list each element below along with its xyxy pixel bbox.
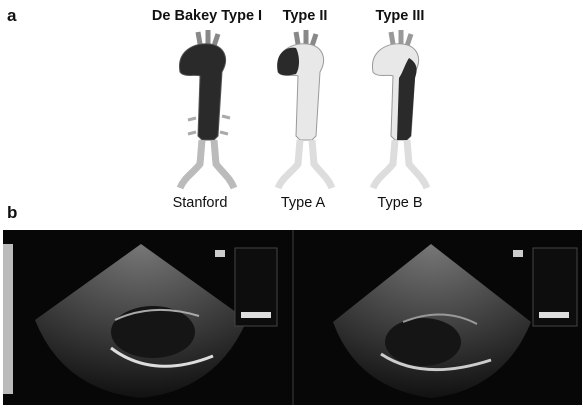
debakey-type1-label: De Bakey Type I (137, 8, 277, 24)
type2-label: Type II (270, 8, 340, 24)
panel-a-letter: a (7, 6, 16, 26)
stanford-label: Stanford (160, 195, 240, 211)
type-b-label: Type B (365, 195, 435, 211)
grayscale-bar (3, 244, 13, 394)
panel-b-letter: b (7, 203, 17, 223)
type3-label: Type III (365, 8, 435, 24)
echocardiogram-image (3, 230, 582, 405)
aorta-type1-illustration (166, 28, 246, 194)
aorta-type2-illustration (264, 28, 344, 194)
aorta-type3-illustration (359, 28, 439, 194)
type-a-label: Type A (268, 195, 338, 211)
